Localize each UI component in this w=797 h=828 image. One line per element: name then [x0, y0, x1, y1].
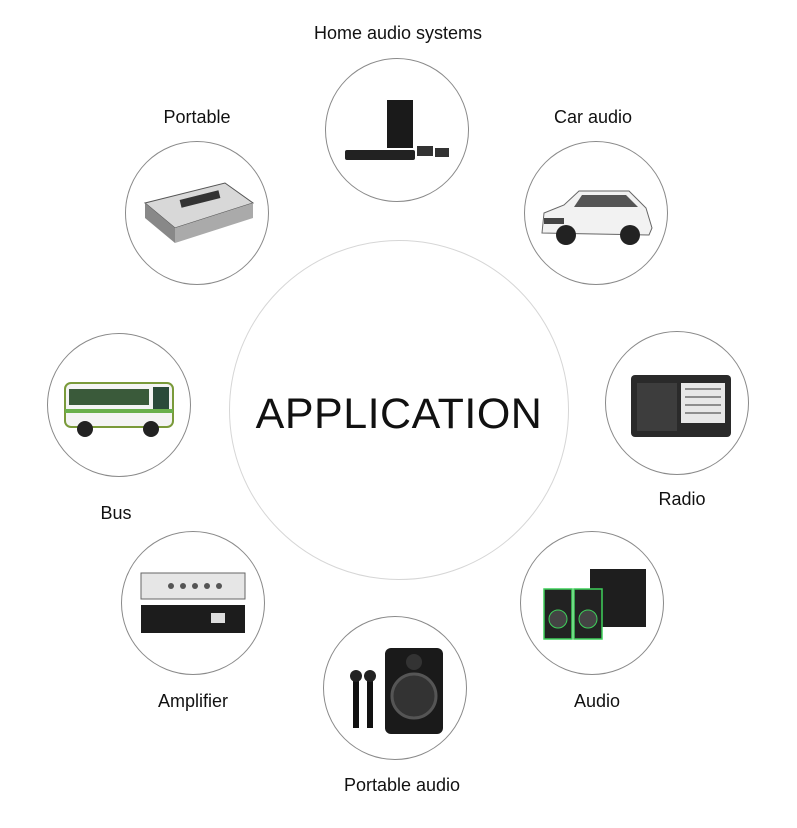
label-portable-audio: Portable audio	[343, 775, 461, 795]
node-audio	[520, 531, 664, 675]
radio-icon	[631, 375, 731, 437]
soundbar-icon	[345, 100, 449, 160]
node-portable-audio	[323, 616, 467, 760]
node-radio	[605, 331, 749, 475]
speakers-icon	[543, 569, 646, 640]
label-amplifier: Amplifier	[157, 691, 228, 711]
center-circle	[229, 240, 569, 580]
node-car-audio	[524, 141, 668, 285]
node-bus	[47, 333, 191, 477]
cassette-player-icon	[143, 182, 255, 243]
label-radio: Radio	[658, 489, 706, 509]
portable-speaker-icon	[350, 648, 443, 734]
label-home-audio: Home audio systems	[313, 23, 483, 43]
node-amplifier	[121, 531, 265, 675]
bus-icon	[64, 382, 174, 437]
label-bus: Bus	[100, 503, 132, 523]
label-audio: Audio	[573, 691, 621, 711]
label-car-audio: Car audio	[553, 107, 633, 127]
node-home-audio	[325, 58, 469, 202]
amplifier-icon	[140, 572, 246, 633]
center-title: APPLICATION	[255, 390, 543, 438]
label-portable: Portable	[163, 107, 231, 127]
car-icon	[541, 190, 653, 245]
node-portable	[125, 141, 269, 285]
